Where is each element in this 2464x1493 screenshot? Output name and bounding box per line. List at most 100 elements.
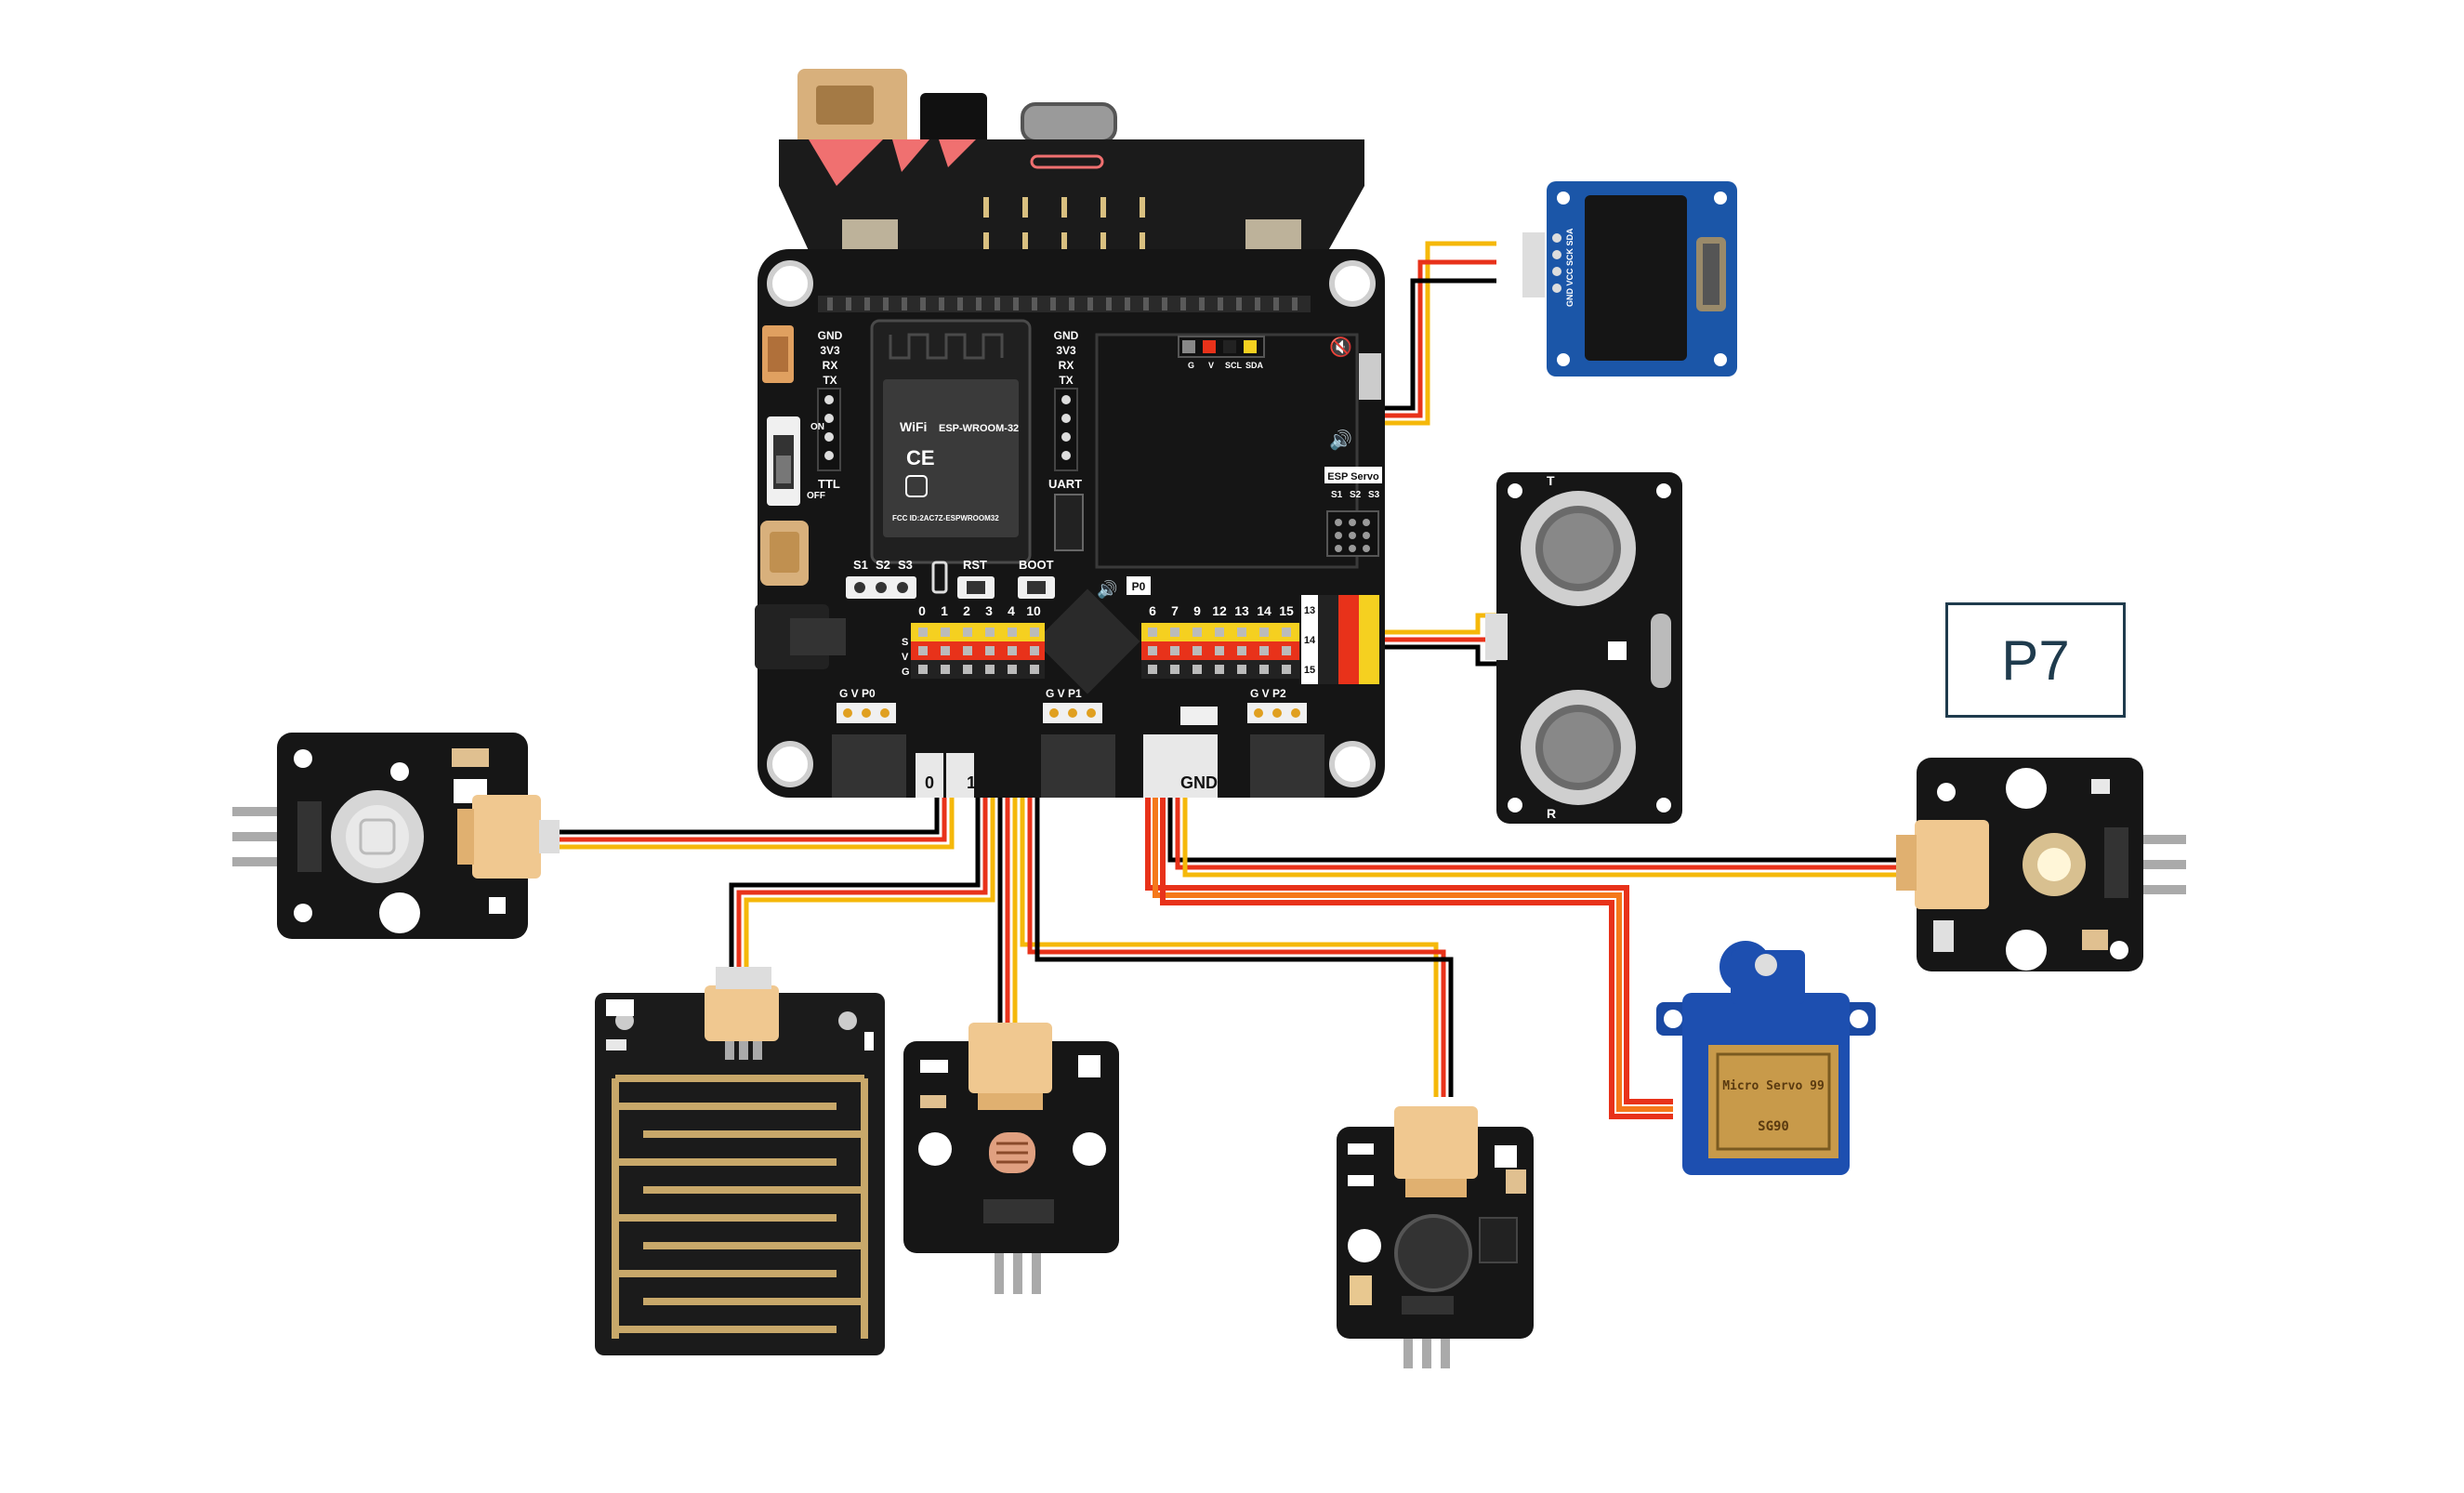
ce-mark: CE bbox=[906, 446, 935, 469]
pin-num: 10 bbox=[1026, 603, 1041, 618]
uart-header: GND 3V3 RX TX UART bbox=[1048, 329, 1084, 551]
esp32-module: WiFi ESP-WROOM-32 CE FCC ID:2AC7Z-ESPWRO… bbox=[870, 319, 1032, 564]
wire-sound-sensor bbox=[1020, 683, 1454, 1097]
pin-numbers-left: 0 1 2 3 4 10 bbox=[918, 603, 1041, 618]
wire-ultrasonic bbox=[1376, 613, 1496, 667]
edge-label-0: 0 bbox=[925, 773, 934, 792]
gvs-header-right bbox=[1141, 623, 1299, 679]
wire-servo bbox=[1145, 651, 1673, 1119]
uart-pin-0: GND bbox=[1054, 329, 1079, 342]
onboard-buttons: S1 S2 S3 RST BOOT bbox=[846, 558, 1055, 599]
servo-s3: S3 bbox=[1368, 490, 1380, 500]
water-level-sensor-module bbox=[595, 967, 885, 1355]
pin-numbers-right: 6 7 9 12 13 14 15 bbox=[1149, 603, 1294, 618]
bottom-header-p1-label: G V P1 bbox=[1046, 687, 1082, 700]
motion-sensor-module bbox=[232, 733, 560, 939]
switch-on-label: ON bbox=[810, 422, 824, 432]
mute-icon: 🔇 bbox=[1329, 336, 1352, 358]
power-switch[interactable]: ON OFF bbox=[767, 416, 825, 506]
uart-pin-1: 3V3 bbox=[1056, 344, 1076, 357]
led-matrix bbox=[983, 197, 1145, 253]
uart-label: UART bbox=[1048, 477, 1082, 491]
i2c-sda-label: SDA bbox=[1245, 361, 1264, 370]
speaker-switch[interactable] bbox=[1359, 353, 1381, 400]
ttl-pin-1: 3V3 bbox=[820, 344, 840, 357]
pin-num: 2 bbox=[963, 603, 970, 618]
pin-num: 1 bbox=[941, 603, 948, 618]
pin-num: 15 bbox=[1279, 603, 1294, 618]
ttl-pin-3: TX bbox=[823, 374, 837, 387]
mount-holes bbox=[767, 260, 1376, 787]
ultrasonic-r-label: R bbox=[1547, 806, 1556, 821]
pin-num: 13 bbox=[1234, 603, 1249, 618]
esp-servo-title: ESP Servo bbox=[1327, 471, 1379, 482]
ttl-header: GND 3V3 RX TX TTL bbox=[762, 325, 843, 491]
p0-label: P0 bbox=[1132, 580, 1146, 593]
expansion-board: WiFi ESP-WROOM-32 CE FCC ID:2AC7Z-ESPWRO… bbox=[755, 69, 1385, 798]
ultrasonic-sensor-module: T R bbox=[1485, 472, 1682, 824]
ttl-pin-0: GND bbox=[818, 329, 843, 342]
edge-label-1: 1 bbox=[967, 773, 976, 792]
pin-num: 0 bbox=[918, 603, 926, 618]
pin-num: 3 bbox=[985, 603, 993, 618]
reset-led bbox=[931, 561, 948, 594]
btn-boot-label: BOOT bbox=[1019, 558, 1054, 572]
i2c-header: G V SCL SDA bbox=[1178, 336, 1265, 370]
servo-motor: Micro Servo 99 SG90 bbox=[1656, 941, 1876, 1175]
microbit-card bbox=[779, 139, 1364, 279]
light-sensor-module bbox=[903, 1023, 1119, 1294]
i2c-scl-label: SCL bbox=[1225, 361, 1243, 370]
bottom-headers: G V P0 G V P1 G V P2 bbox=[837, 687, 1307, 725]
pin-num: 14 bbox=[1257, 603, 1272, 618]
edge-label-gnd: GND bbox=[1180, 773, 1218, 792]
oled-screen bbox=[1585, 195, 1687, 361]
sensing-traces bbox=[612, 1075, 868, 1339]
microphone bbox=[1394, 1214, 1472, 1292]
pin-num: 13 bbox=[1304, 605, 1315, 616]
row-label-g: G bbox=[902, 667, 910, 678]
i2c-v-label: V bbox=[1208, 361, 1214, 370]
switch-off-label: OFF bbox=[807, 491, 825, 501]
module-model: ESP-WROOM-32 bbox=[939, 423, 1019, 434]
row-label-v: V bbox=[902, 652, 909, 663]
p7-label: P7 bbox=[2001, 628, 2070, 692]
module-fcc: FCC ID:2AC7Z-ESPWROOM32 bbox=[892, 514, 999, 522]
ttl-label: TTL bbox=[818, 477, 840, 491]
pin-num: 15 bbox=[1304, 665, 1315, 676]
servo-label-2: SG90 bbox=[1758, 1119, 1789, 1134]
usb-a-port bbox=[920, 93, 987, 149]
gvs-header-left bbox=[911, 623, 1045, 679]
ttl-pin-2: RX bbox=[823, 359, 838, 372]
btn-rst-label: RST bbox=[963, 558, 987, 572]
i2c-g-label: G bbox=[1188, 361, 1194, 370]
row-label-s: S bbox=[902, 637, 908, 648]
buzzer-icon: 🔊 bbox=[1097, 579, 1117, 600]
pin-num: 9 bbox=[1193, 603, 1201, 618]
gvs-header-side: 13 14 15 bbox=[1301, 595, 1379, 684]
servo-s2: S2 bbox=[1350, 490, 1362, 500]
btn-s2-label: S2 bbox=[876, 558, 890, 572]
servo-s1: S1 bbox=[1331, 490, 1343, 500]
servo-label-sticker bbox=[1708, 1045, 1838, 1158]
servo-label-1: Micro Servo 99 bbox=[1722, 1079, 1825, 1093]
speaker-icon: 🔊 bbox=[1329, 429, 1352, 451]
pin-num: 12 bbox=[1212, 603, 1227, 618]
ultrasonic-t-label: T bbox=[1547, 473, 1555, 488]
usb-c-port bbox=[1021, 102, 1117, 143]
esp-servo-header: ESP Servo S1 S2 S3 bbox=[1324, 467, 1382, 557]
uart-pin-3: TX bbox=[1059, 374, 1073, 387]
pin-num: 4 bbox=[1008, 603, 1015, 618]
oled-pin-labels: GND VCC SCK SDA bbox=[1565, 228, 1575, 307]
led-module bbox=[1896, 758, 2186, 971]
p7-annotation: P7 bbox=[1945, 602, 2126, 718]
sound-sensor-module bbox=[1337, 1106, 1534, 1368]
pin-num: 6 bbox=[1149, 603, 1156, 618]
pin-num: 14 bbox=[1304, 635, 1316, 646]
btn-s1-label: S1 bbox=[853, 558, 868, 572]
btn-s3-label: S3 bbox=[898, 558, 913, 572]
uart-pin-2: RX bbox=[1059, 359, 1074, 372]
bottom-header-p0-label: G V P0 bbox=[839, 687, 876, 700]
pin-num: 7 bbox=[1171, 603, 1179, 618]
bottom-header-p2-label: G V P2 bbox=[1250, 687, 1286, 700]
